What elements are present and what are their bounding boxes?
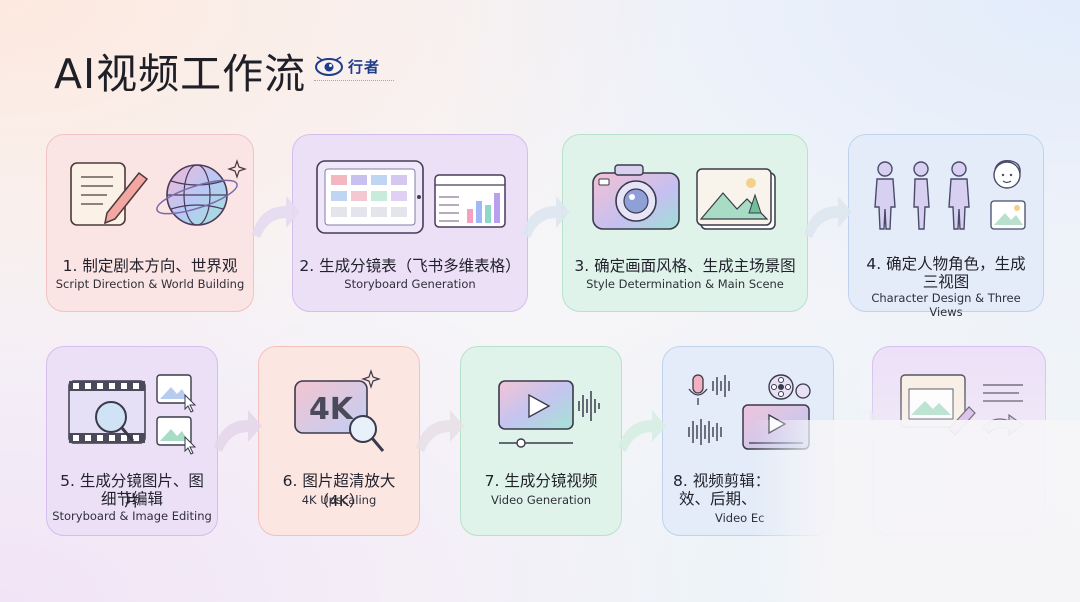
film-strip-magnifier-icon (69, 381, 145, 443)
4k-upscale-icon: 4K (295, 371, 383, 451)
step-3-title: 3. 确定画面风格、生成主场景图 (569, 256, 801, 276)
flow-arrow-6-7 (410, 402, 468, 456)
step-5-subtitle: Storyboard & Image Editing (51, 509, 213, 523)
step-3-subtitle: Style Determination & Main Scene (567, 277, 803, 291)
step-4-subtitle: Character Design & Three Views (853, 291, 1039, 319)
4k-badge-text: 4K (309, 392, 355, 427)
brand-logo: 行者 (314, 54, 394, 90)
video-player-icon (499, 381, 599, 447)
camera-icon (593, 165, 679, 229)
microphone-waveform-icon (689, 375, 729, 445)
logo-text: 行者 (348, 56, 380, 77)
film-reel-icon (769, 375, 810, 399)
step-4-title: 4. 确定人物角色，生成 (855, 254, 1037, 274)
fade-overlay (752, 420, 1080, 602)
fade-overlay-top (860, 340, 1080, 430)
step-6-subtitle: 4K Upscaling (263, 493, 415, 507)
spreadsheet-chart-icon (435, 175, 505, 227)
character-three-views-icon (875, 162, 969, 229)
script-scroll-icon (71, 163, 147, 225)
storyboard-tablet-icon (317, 161, 423, 233)
landscape-image-icon (697, 169, 775, 229)
eye-logo-icon (314, 54, 344, 80)
step-2-subtitle: Storyboard Generation (297, 277, 523, 291)
step-5-title-line2: 细节编辑 (53, 489, 211, 509)
flow-arrow-7-8 (612, 402, 670, 456)
step-7-subtitle: Video Generation (465, 493, 617, 507)
flow-arrow-2-3 (516, 188, 574, 242)
step-card-6: 4K 6. 图片超清放大（4K） 4K Upscaling (258, 346, 420, 536)
globe-icon (154, 161, 245, 225)
step-card-3: 3. 确定画面风格、生成主场景图 Style Determination & M… (562, 134, 808, 312)
image-cursor-icon (157, 375, 195, 454)
flow-arrow-1-2 (246, 188, 304, 242)
portrait-icon (991, 161, 1025, 229)
step-1-subtitle: Script Direction & World Building (51, 277, 249, 291)
flow-arrow-5-6 (208, 402, 266, 456)
step-4-title-line2: 三视图 (855, 272, 1037, 292)
step-2-title: 2. 生成分镜表（飞书多维表格） (299, 256, 521, 276)
flow-arrow-3-4 (798, 188, 856, 242)
step-1-title: 1. 制定剧本方向、世界观 (53, 256, 247, 276)
step-card-4: 4. 确定人物角色，生成 三视图 Character Design & Thre… (848, 134, 1044, 312)
step-card-2: 2. 生成分镜表（飞书多维表格） Storyboard Generation (292, 134, 528, 312)
logo-dots (314, 80, 394, 85)
step-7-title: 7. 生成分镜视频 (467, 471, 615, 491)
page-title: AI视频工作流 (54, 40, 306, 100)
step-card-7: 7. 生成分镜视频 Video Generation (460, 346, 622, 536)
step-card-1: 1. 制定剧本方向、世界观 Script Direction & World B… (46, 134, 254, 312)
step-card-5: 5. 生成分镜图片、图片 细节编辑 Storyboard & Image Edi… (46, 346, 218, 536)
